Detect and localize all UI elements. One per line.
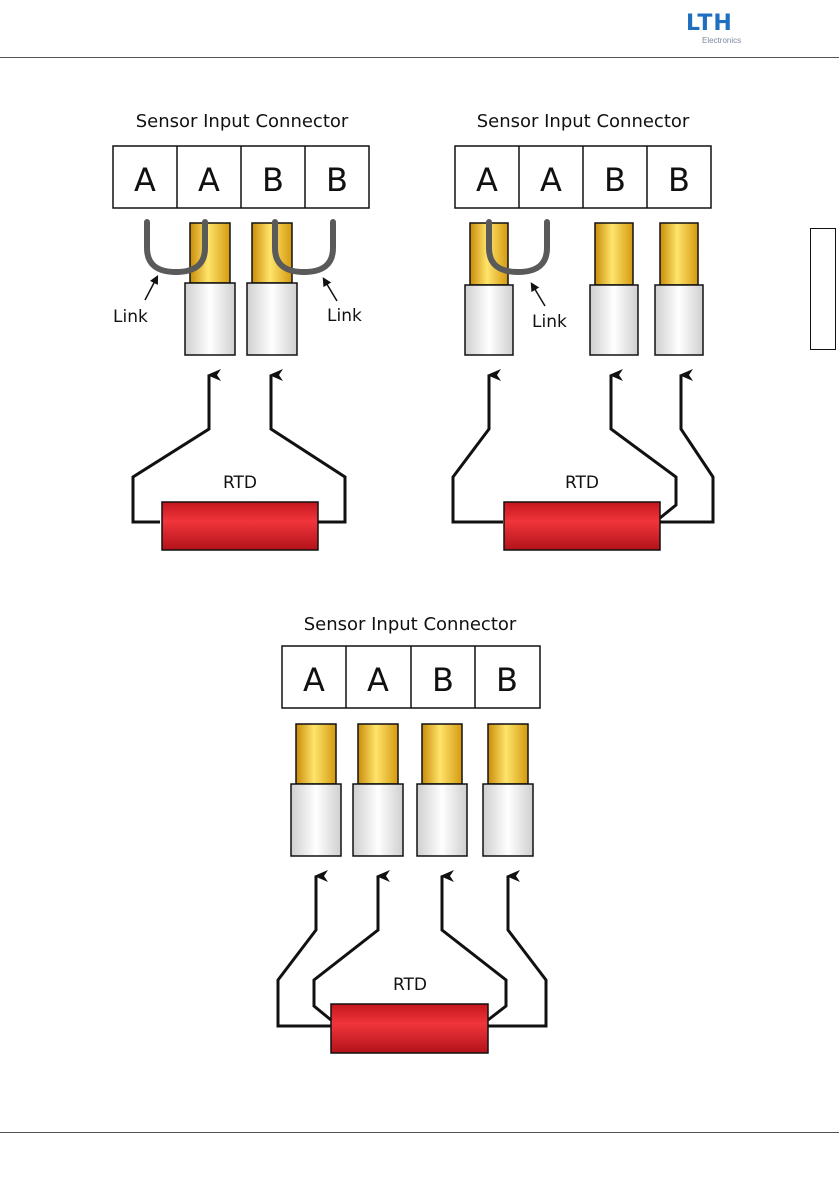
lead-wire [278, 876, 331, 1026]
wire-pin [296, 724, 336, 784]
terminal-b1: B [432, 661, 454, 699]
terminal-a2: A [367, 661, 389, 699]
terminal-b2: B [668, 161, 690, 199]
diagram-title: Sensor Input Connector [304, 614, 517, 635]
rtd-label: RTD [565, 473, 599, 493]
wire-pin [660, 223, 698, 285]
terminal-b1: B [262, 161, 284, 199]
terminal-b2: B [326, 161, 348, 199]
link-label: Link [113, 307, 148, 327]
terminal-a1: A [476, 161, 498, 199]
lead-wire [314, 876, 378, 1020]
terminal-a2: A [540, 161, 562, 199]
wire-sleeve [590, 285, 638, 355]
diagram-title: Sensor Input Connector [477, 111, 690, 132]
terminal-a1: A [134, 161, 156, 199]
lead-wire [611, 375, 676, 518]
rtd-element [331, 1004, 488, 1053]
wire-pin [595, 223, 633, 285]
wire-sleeve [655, 285, 703, 355]
lead-wire [133, 375, 209, 522]
lead-wire [271, 375, 345, 522]
wire-sleeve [483, 784, 533, 856]
wire-sleeve [353, 784, 403, 856]
rtd-element [162, 502, 318, 550]
lead-wire [488, 876, 546, 1026]
wire-sleeve [291, 784, 341, 856]
link-label: Link [532, 312, 567, 332]
wire-sleeve [417, 784, 467, 856]
wire-pin [422, 724, 462, 784]
diagram-three-wire: Sensor Input Connector A A B B Link RTD [453, 111, 713, 550]
wire-sleeve [465, 285, 513, 355]
terminal-block: A A B B [455, 146, 711, 208]
diagram-four-wire: Sensor Input Connector A A B B RTD [278, 614, 546, 1053]
wire-sleeve [185, 283, 235, 355]
wire-pin [488, 724, 528, 784]
lead-wire [660, 375, 713, 522]
terminal-b2: B [496, 661, 518, 699]
wire-pin [358, 724, 398, 784]
wire-pin [190, 223, 230, 283]
rtd-label: RTD [393, 975, 427, 995]
wire-sleeve [247, 283, 297, 355]
terminal-a1: A [303, 661, 325, 699]
terminal-b1: B [604, 161, 626, 199]
link-label: Link [327, 306, 362, 326]
terminal-a2: A [198, 161, 220, 199]
terminal-block: A A B B [282, 646, 540, 708]
terminal-block: A A B B [113, 146, 369, 208]
rtd-label: RTD [223, 473, 257, 493]
lead-wire [442, 876, 506, 1020]
rtd-element [504, 502, 660, 550]
diagram-two-wire: Sensor Input Connector A A B B Link Link… [113, 111, 369, 550]
lead-wire [453, 375, 503, 522]
diagram-title: Sensor Input Connector [136, 111, 349, 132]
